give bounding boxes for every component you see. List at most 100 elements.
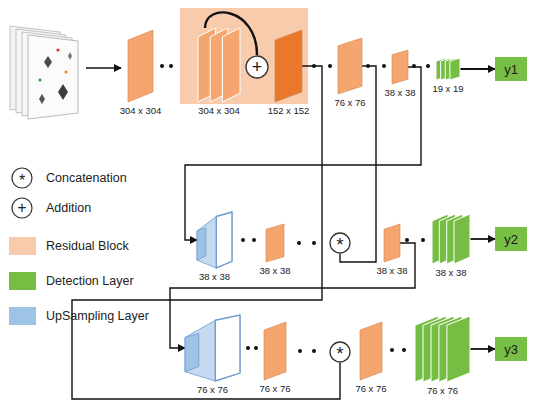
legend-swatch — [9, 307, 36, 325]
legend-swatch — [9, 237, 36, 255]
input-dot — [38, 78, 41, 81]
layer-block: 76 x 76 — [360, 322, 382, 380]
dot — [252, 238, 256, 242]
dot — [421, 238, 425, 242]
dimension-label: 38 x 38 — [435, 267, 466, 278]
legend-text: Detection Layer — [46, 273, 134, 289]
layer-slab — [338, 38, 362, 94]
operation-circle: * — [329, 232, 351, 254]
output-fill — [495, 227, 527, 251]
slab-outline — [415, 316, 470, 382]
dimension-label: 304 x 304 — [198, 105, 240, 116]
dot — [366, 64, 370, 68]
slab-outline — [264, 322, 286, 380]
dimension-label: 19 x 19 — [432, 83, 463, 94]
slab-outline — [392, 50, 408, 84]
slab-outline — [338, 38, 362, 94]
layer-slab — [275, 30, 302, 102]
layer-block: 304 x 304 — [128, 30, 153, 102]
layer-block: 38 x 38 — [432, 214, 470, 264]
layer-block: 76 x 76 — [264, 322, 286, 380]
up-outline — [185, 315, 240, 381]
legend-symbol-circle — [12, 168, 32, 188]
layer-slab — [392, 50, 408, 84]
dot — [160, 64, 164, 68]
dot — [312, 349, 316, 353]
layer-block: 76 x 76 — [338, 38, 362, 94]
dot — [297, 241, 301, 245]
slab-outline — [128, 30, 153, 102]
connector-arrow — [470, 348, 495, 350]
operation-ring — [330, 342, 350, 362]
operation-ring — [246, 56, 268, 78]
upsampling-layer: 38 x 38 — [197, 212, 232, 268]
dimension-label: 152 x 152 — [268, 105, 310, 116]
input-dot — [56, 48, 59, 51]
upsampling-front-face — [216, 212, 232, 268]
layer-block: 152 x 152 — [275, 30, 302, 102]
input-shape — [39, 94, 45, 104]
dot — [328, 64, 332, 68]
operation-circle: + — [245, 55, 269, 79]
input-shape — [44, 56, 52, 68]
dimension-label: 38 x 38 — [376, 265, 407, 276]
legend-swatch — [9, 272, 36, 290]
output-fill — [495, 57, 527, 81]
dimension-label: 76 x 76 — [197, 384, 228, 395]
upsampling-layer: 76 x 76 — [185, 315, 240, 381]
layer-dots — [160, 64, 430, 353]
dot — [254, 346, 258, 350]
connector-arrow — [460, 68, 495, 70]
legend-symbol-circle — [12, 198, 32, 218]
layer-block: 38 x 38 — [392, 50, 408, 84]
operation-symbol: + — [245, 55, 269, 79]
output-box: y2 — [495, 227, 527, 251]
dimension-label: 38 x 38 — [259, 265, 290, 276]
slab-outline — [275, 30, 302, 102]
output-label: y2 — [495, 227, 527, 251]
legend-symbol: * — [19, 173, 25, 189]
legend-text: Residual Block — [46, 238, 129, 254]
slab-outline — [436, 58, 460, 80]
legend-text: UpSampling Layer — [46, 308, 149, 324]
operation-circle: * — [329, 341, 351, 363]
input-sheet — [28, 35, 78, 119]
slab-outline — [384, 224, 400, 262]
dimension-label: 304 x 304 — [120, 105, 162, 116]
connector-line — [340, 66, 376, 262]
legend-symbol: + — [17, 200, 26, 216]
output-box: y3 — [495, 337, 527, 361]
slab-outline — [266, 224, 284, 262]
legend-text: Concatenation — [46, 170, 127, 186]
dot — [402, 348, 406, 352]
dot — [390, 348, 394, 352]
slab-outline — [432, 214, 470, 264]
dimension-label: 76 x 76 — [334, 97, 365, 108]
output-box: y1 — [495, 57, 527, 81]
input-arrow — [86, 67, 121, 69]
output-fill — [495, 337, 527, 361]
dot — [312, 64, 316, 68]
upsampling-hull — [185, 315, 240, 381]
up-outline — [197, 212, 232, 268]
dimension-label: 38 x 38 — [199, 271, 230, 282]
dimension-label: 38 x 38 — [384, 87, 415, 98]
dot — [426, 64, 430, 68]
dot — [412, 64, 416, 68]
dimension-label: 76 x 76 — [355, 383, 386, 394]
dot — [246, 346, 250, 350]
layer-slab — [222, 28, 240, 102]
layer-block: 76 x 76 — [415, 316, 470, 382]
dot — [312, 241, 316, 245]
layer-block: 38 x 38 — [384, 224, 400, 262]
input-shape — [68, 52, 72, 60]
layer-slab — [454, 214, 470, 264]
legend-text: Addition — [46, 200, 91, 216]
operation-symbol: * — [329, 341, 351, 363]
operation-symbol: * — [329, 232, 351, 254]
dot — [298, 349, 302, 353]
slab-outline — [360, 322, 382, 380]
dimension-label: 76 x 76 — [259, 383, 290, 394]
dimension-label: 76 x 76 — [427, 385, 458, 396]
